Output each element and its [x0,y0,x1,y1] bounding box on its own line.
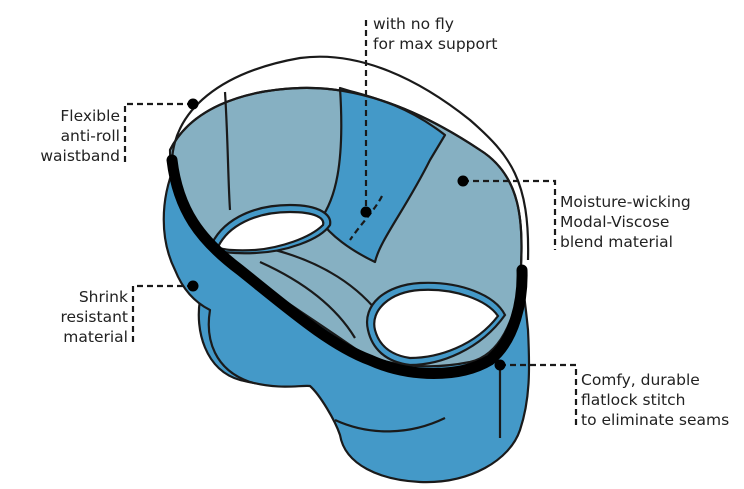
callout-stitch-line-2: flatlock stitch [581,391,686,409]
callout-leaders [123,20,578,427]
callout-moisture: Moisture-wicking Modal-Viscose blend mat… [560,192,691,252]
waistband-inner-rim [169,86,523,281]
right-leg-opening [373,288,500,360]
callout-fly: with no fly for max support [373,14,497,54]
callout-waistband-line-3: waistband [40,147,120,165]
leg-openings [208,203,507,367]
seam-line [223,91,232,211]
callout-shrink-line-1: Shrink [78,288,128,306]
callout-shrink-line-3: material [63,328,128,346]
callout-dots [187,98,506,371]
leader-waistband [123,102,193,165]
left-leg-opening [216,210,325,252]
callout-moisture-line-3: blend material [560,233,673,251]
bottom-details [334,368,502,438]
callout-stitch-line-3: to eliminate seams [581,411,730,429]
callout-fly-line-2: for max support [373,35,498,53]
leader-fly-curve [349,195,383,241]
waistband-outer-rim [170,55,530,261]
dot-fly [360,206,372,218]
dot-stitch [494,359,506,371]
callout-shrink-line-2: resistant [60,308,128,326]
callout-shrink: Shrink resistant material [60,287,128,347]
callout-moisture-line-2: Modal-Viscose [560,213,670,231]
leader-shrink [131,284,193,345]
callout-stitch-line-1: Comfy, durable [581,371,700,389]
callout-stitch: Comfy, durable flatlock stitch to elimin… [581,370,729,430]
callout-waistband: Flexible anti-roll waistband [40,106,120,166]
waistband [166,55,530,379]
leader-stitch [500,363,578,427]
callout-moisture-line-1: Moisture-wicking [560,193,691,211]
dot-shrink [187,280,199,292]
dot-moisture [457,175,469,187]
callout-waistband-line-2: anti-roll [60,127,120,145]
dot-waistband [187,98,199,110]
rear-crease [334,417,446,433]
seam-line [259,260,356,339]
waistband-black-band [166,154,528,379]
leader-moisture [463,179,557,250]
callout-waistband-line-1: Flexible [60,107,120,125]
callout-fly-line-1: with no fly [373,15,454,33]
